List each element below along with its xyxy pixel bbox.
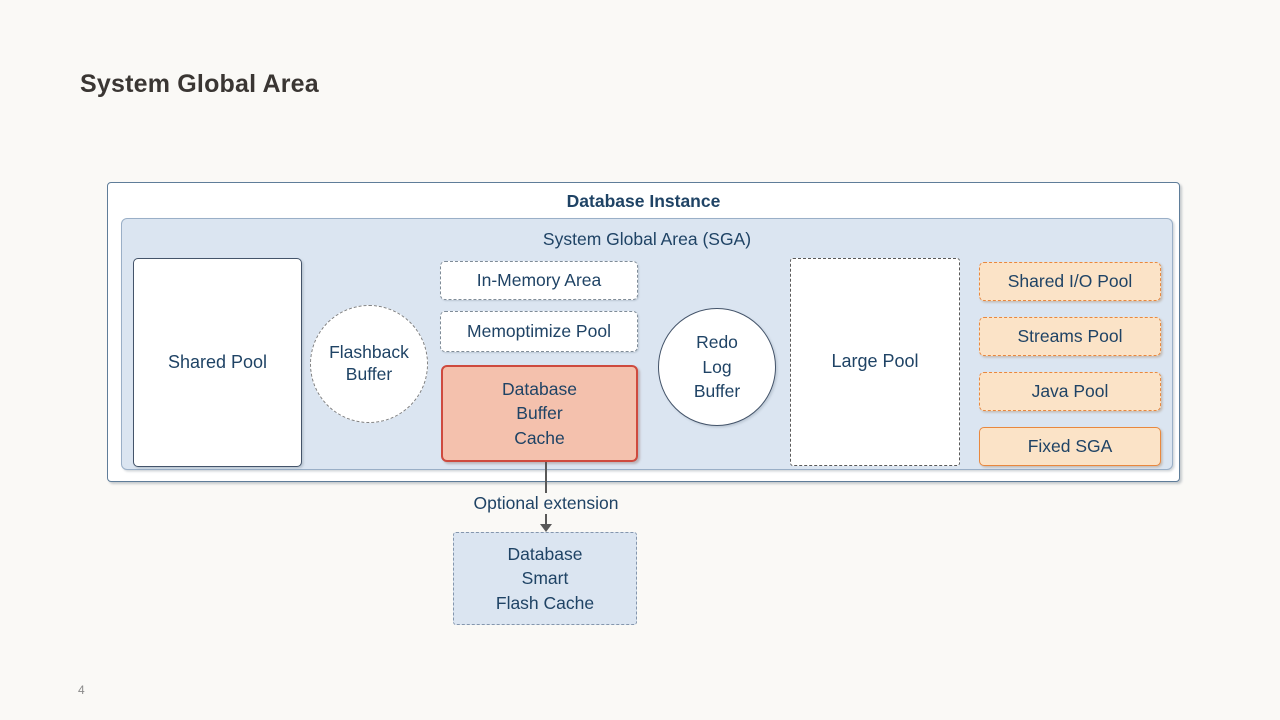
flashback-buffer-label: Flashback Buffer (329, 342, 409, 384)
node-flashback-buffer: Flashback Buffer (310, 305, 428, 423)
down-arrow-icon (540, 524, 552, 532)
shared-io-pool-label: Shared I/O Pool (1007, 271, 1133, 292)
node-database-smart-flash-cache: Database Smart Flash Cache (453, 532, 637, 625)
sga-box: System Global Area (SGA) Shared Pool Fla… (121, 218, 1173, 470)
database-instance-label: Database Instance (566, 191, 721, 211)
node-streams-pool: Streams Pool (979, 317, 1161, 356)
in-memory-area-label: In-Memory Area (476, 270, 602, 291)
node-fixed-sga: Fixed SGA (979, 427, 1161, 466)
optional-extension-label: Optional extension (450, 493, 642, 514)
memoptimize-pool-label: Memoptimize Pool (467, 321, 611, 342)
node-database-buffer-cache: Database Buffer Cache (441, 365, 638, 462)
fixed-sga-label: Fixed SGA (1027, 436, 1113, 457)
node-shared-io-pool: Shared I/O Pool (979, 262, 1161, 301)
node-large-pool: Large Pool (790, 258, 960, 466)
database-instance-box: Database Instance System Global Area (SG… (107, 182, 1180, 482)
database-buffer-cache-label: Database Buffer Cache (502, 378, 577, 448)
redo-log-buffer-label: Redo Log Buffer (693, 332, 741, 402)
streams-pool-label: Streams Pool (1017, 326, 1123, 347)
node-redo-log-buffer: Redo Log Buffer (658, 308, 776, 426)
node-java-pool: Java Pool (979, 372, 1161, 411)
sga-label: System Global Area (SGA) (542, 229, 752, 249)
flash-cache-label: Database Smart Flash Cache (495, 543, 595, 613)
shared-pool-label: Shared Pool (167, 351, 268, 372)
page-title: System Global Area (80, 70, 319, 98)
large-pool-label: Large Pool (831, 351, 919, 372)
node-shared-pool: Shared Pool (133, 258, 302, 467)
page-number: 4 (78, 683, 85, 697)
node-memoptimize-pool: Memoptimize Pool (440, 311, 638, 352)
node-in-memory-area: In-Memory Area (440, 261, 638, 300)
java-pool-label: Java Pool (1031, 381, 1109, 402)
